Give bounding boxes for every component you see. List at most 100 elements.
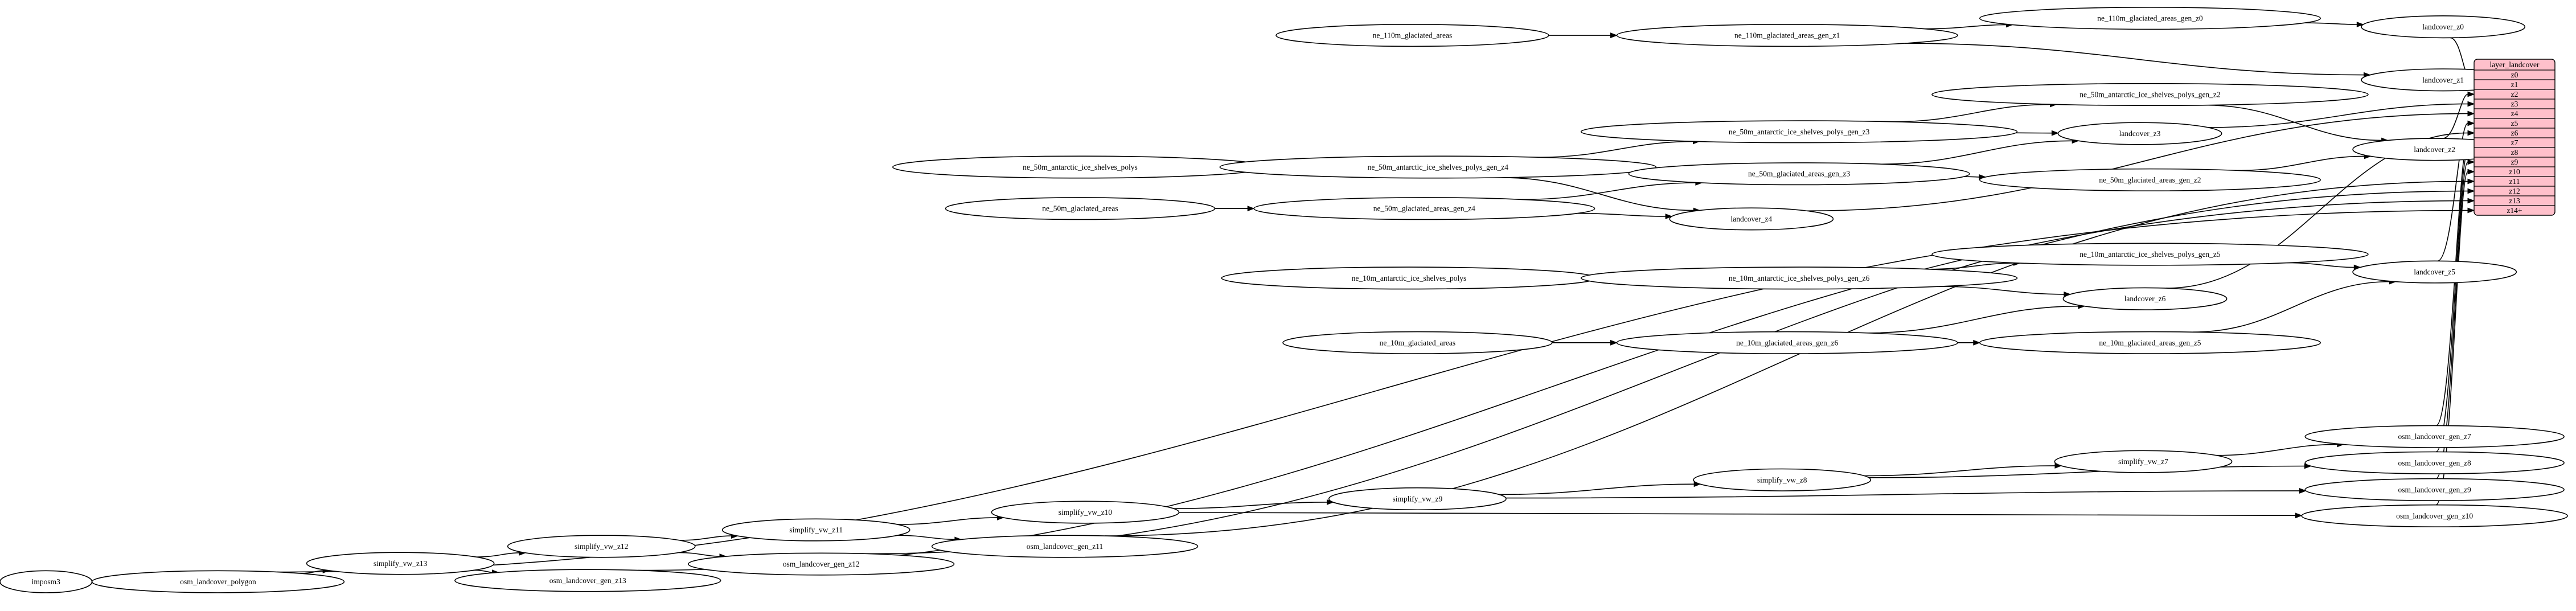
record-row-z14+[interactable]: z14+ bbox=[2507, 206, 2522, 215]
graph-node-simplify_vw_z10[interactable]: simplify_vw_z10 bbox=[991, 501, 1180, 524]
record-row-z1[interactable]: z1 bbox=[2511, 80, 2518, 89]
record-row-z4[interactable]: z4 bbox=[2511, 109, 2518, 118]
node-label: osm_landcover_polygon bbox=[180, 577, 256, 586]
graph-node-osm_landcover_gen_z7[interactable]: osm_landcover_gen_z7 bbox=[2304, 425, 2565, 448]
graph-node-ne_50m_glaciated_areas_gen_z4[interactable]: ne_50m_glaciated_areas_gen_z4 bbox=[1253, 197, 1595, 220]
graph-node-simplify_vw_z9[interactable]: simplify_vw_z9 bbox=[1328, 487, 1507, 511]
graph-node-landcover_z5[interactable]: landcover_z5 bbox=[2352, 260, 2517, 284]
record-node-layer-landcover[interactable]: layer_landcoverz0z1z2z3z4z5z6z7z8z9z10z1… bbox=[2474, 59, 2556, 216]
node-ellipse bbox=[2062, 287, 2228, 310]
record-row-z7[interactable]: z7 bbox=[2511, 138, 2518, 147]
graph-edge bbox=[2442, 93, 2468, 139]
node-label: ne_50m_glaciated_areas bbox=[1042, 204, 1118, 213]
graph-node-landcover_z3[interactable]: landcover_z3 bbox=[2057, 122, 2222, 145]
graph-node-simplify_vw_z8[interactable]: simplify_vw_z8 bbox=[1693, 468, 1872, 491]
graph-node-ne_10m_antarctic_ice_shelves_polys[interactable]: ne_10m_antarctic_ice_shelves_polys bbox=[1221, 266, 1597, 290]
edge-arrowhead bbox=[2467, 120, 2475, 126]
record-row-z12[interactable]: z12 bbox=[2509, 187, 2520, 195]
graph-edge bbox=[897, 535, 955, 540]
graph-edge bbox=[1499, 483, 1695, 495]
graph-edge bbox=[679, 535, 732, 541]
graph-node-osm_landcover_gen_z10[interactable]: osm_landcover_gen_z10 bbox=[2301, 504, 2568, 528]
graph-node-landcover_z6[interactable]: landcover_z6 bbox=[2062, 287, 2228, 310]
node-ellipse bbox=[1931, 243, 2369, 266]
graph-node-ne_110m_glaciated_areas_gen_z1[interactable]: ne_110m_glaciated_areas_gen_z1 bbox=[1616, 24, 1958, 47]
record-row-z2[interactable]: z2 bbox=[2511, 90, 2518, 99]
graph-node-ne_110m_glaciated_areas[interactable]: ne_110m_glaciated_areas bbox=[1275, 24, 1549, 47]
graph-node-ne_50m_antarctic_ice_shelves_polys_gen_z4[interactable]: ne_50m_antarctic_ice_shelves_polys_gen_z… bbox=[1219, 155, 1657, 179]
record-layer: layer_landcoverz0z1z2z3z4z5z6z7z8z9z10z1… bbox=[2474, 59, 2556, 216]
node-label: landcover_z5 bbox=[2414, 268, 2455, 276]
graph-edge bbox=[897, 517, 998, 525]
record-row-z5[interactable]: z5 bbox=[2511, 119, 2518, 128]
graph-edge bbox=[867, 190, 2468, 555]
record-row-z3[interactable]: z3 bbox=[2511, 100, 2518, 108]
graph-node-simplify_vw_z12[interactable]: simplify_vw_z12 bbox=[507, 535, 696, 558]
graph-node-ne_10m_antarctic_ice_shelves_polys_gen_z5[interactable]: ne_10m_antarctic_ice_shelves_polys_gen_z… bbox=[1931, 243, 2369, 266]
node-ellipse bbox=[991, 501, 1180, 524]
graph-node-osm_landcover_gen_z9[interactable]: osm_landcover_gen_z9 bbox=[2304, 478, 2565, 501]
node-label: simplify_vw_z9 bbox=[1393, 494, 1443, 503]
node-label: ne_50m_glaciated_areas_gen_z3 bbox=[1748, 170, 1850, 178]
node-label: landcover_z2 bbox=[2414, 145, 2455, 154]
record-row-z13[interactable]: z13 bbox=[2509, 196, 2520, 205]
record-row-z9[interactable]: z9 bbox=[2511, 158, 2518, 166]
edge-layer bbox=[91, 22, 2498, 583]
node-ellipse bbox=[1580, 120, 2018, 143]
record-header-label: layer_landcover bbox=[2490, 60, 2540, 69]
graph-node-landcover_z0[interactable]: landcover_z0 bbox=[2361, 15, 2526, 39]
node-ellipse bbox=[1669, 207, 1834, 231]
graph-node-osm_landcover_gen_z12[interactable]: osm_landcover_gen_z12 bbox=[687, 552, 955, 576]
record-row-z11[interactable]: z11 bbox=[2509, 177, 2520, 186]
node-ellipse bbox=[1282, 331, 1553, 354]
node-ellipse bbox=[687, 552, 955, 576]
graph-node-osm_landcover_gen_z13[interactable]: osm_landcover_gen_z13 bbox=[454, 569, 721, 592]
graph-node-ne_10m_antarctic_ice_shelves_polys_gen_z6[interactable]: ne_10m_antarctic_ice_shelves_polys_gen_z… bbox=[1580, 266, 2018, 290]
node-label: simplify_vw_z13 bbox=[374, 559, 428, 568]
graph-node-osm_landcover_polygon[interactable]: osm_landcover_polygon bbox=[91, 570, 345, 593]
edge-arrowhead bbox=[2356, 22, 2364, 27]
node-label: ne_50m_antarctic_ice_shelves_polys bbox=[1023, 163, 1138, 171]
graph-node-osm_landcover_gen_z11[interactable]: osm_landcover_gen_z11 bbox=[931, 535, 1199, 558]
node-ellipse bbox=[1628, 162, 1970, 186]
graph-edge bbox=[1537, 141, 1693, 158]
graph-node-simplify_vw_z11[interactable]: simplify_vw_z11 bbox=[721, 518, 910, 542]
graph-node-simplify_vw_z7[interactable]: simplify_vw_z7 bbox=[2054, 450, 2233, 473]
graph-node-ne_50m_antarctic_ice_shelves_polys_gen_z2[interactable]: ne_50m_antarctic_ice_shelves_polys_gen_z… bbox=[1931, 83, 2369, 106]
node-label: ne_10m_glaciated_areas_gen_z5 bbox=[2099, 338, 2201, 347]
node-label: ne_10m_antarctic_ice_shelves_polys_gen_z… bbox=[2079, 250, 2221, 259]
node-ellipse bbox=[1979, 331, 2321, 354]
record-row-z8[interactable]: z8 bbox=[2511, 148, 2518, 157]
edge-arrowhead bbox=[2052, 130, 2059, 136]
node-label: simplify_vw_z12 bbox=[575, 542, 629, 551]
record-row-z0[interactable]: z0 bbox=[2511, 71, 2518, 79]
graph-node-ne_50m_glaciated_areas[interactable]: ne_50m_glaciated_areas bbox=[945, 197, 1216, 220]
graph-edge bbox=[1925, 24, 2007, 30]
graph-node-landcover_z4[interactable]: landcover_z4 bbox=[1669, 207, 1834, 231]
record-row-z10[interactable]: z10 bbox=[2509, 167, 2520, 176]
graph-node-imposm3[interactable]: imposm3 bbox=[0, 570, 93, 593]
edge-arrowhead bbox=[1973, 339, 1981, 346]
node-label: osm_landcover_gen_z8 bbox=[2398, 458, 2471, 467]
graph-node-osm_landcover_gen_z8[interactable]: osm_landcover_gen_z8 bbox=[2304, 451, 2565, 474]
graph-node-ne_50m_antarctic_ice_shelves_polys[interactable]: ne_50m_antarctic_ice_shelves_polys bbox=[892, 155, 1268, 179]
graph-node-ne_50m_glaciated_areas_gen_z3[interactable]: ne_50m_glaciated_areas_gen_z3 bbox=[1628, 162, 1970, 186]
graph-node-ne_110m_glaciated_areas_gen_z0[interactable]: ne_110m_glaciated_areas_gen_z0 bbox=[1979, 7, 2321, 30]
graph-node-ne_50m_glaciated_areas_gen_z2[interactable]: ne_50m_glaciated_areas_gen_z2 bbox=[1979, 168, 2321, 191]
graph-node-ne_50m_antarctic_ice_shelves_polys_gen_z3[interactable]: ne_50m_antarctic_ice_shelves_polys_gen_z… bbox=[1580, 120, 2018, 143]
edge-arrowhead bbox=[1610, 32, 1618, 39]
graph-node-ne_10m_glaciated_areas_gen_z5[interactable]: ne_10m_glaciated_areas_gen_z5 bbox=[1979, 331, 2321, 354]
graph-node-ne_10m_glaciated_areas_gen_z6[interactable]: ne_10m_glaciated_areas_gen_z6 bbox=[1616, 331, 1958, 354]
node-label: landcover_z3 bbox=[2119, 129, 2161, 138]
graph-edge bbox=[1501, 177, 1694, 211]
record-row-z6[interactable]: z6 bbox=[2511, 129, 2518, 137]
node-label: ne_10m_antarctic_ice_shelves_polys bbox=[1352, 274, 1467, 282]
node-ellipse bbox=[721, 518, 910, 542]
graph-edge bbox=[1929, 263, 2014, 270]
graph-edge bbox=[2437, 122, 2468, 262]
node-label: osm_landcover_gen_z10 bbox=[2396, 511, 2473, 520]
graph-node-ne_10m_glaciated_areas[interactable]: ne_10m_glaciated_areas bbox=[1282, 331, 1553, 354]
node-label: ne_50m_antarctic_ice_shelves_polys_gen_z… bbox=[1729, 128, 1870, 136]
graph-node-simplify_vw_z13[interactable]: simplify_vw_z13 bbox=[306, 552, 495, 575]
